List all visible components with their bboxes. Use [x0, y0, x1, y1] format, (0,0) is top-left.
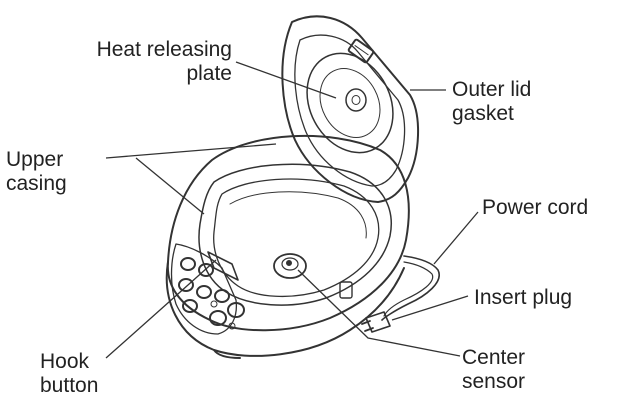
leader-hook-button: [105, 259, 217, 359]
label-power-cord: Power cord: [482, 196, 589, 219]
label-insert-plug: Insert plug: [474, 286, 573, 309]
label-center-sensor: Center sensor: [462, 346, 526, 393]
upper-casing: [198, 163, 392, 306]
label-upper-casing: Upper casing: [6, 148, 67, 195]
leader-upper-casing-left: [135, 157, 205, 215]
label-heat-releasing-plate: Heat releasing plate: [96, 38, 232, 85]
hook-button: [207, 251, 239, 281]
control-panel: [170, 243, 245, 335]
cooker-body: [165, 134, 410, 359]
label-hook-button: Hook button: [40, 350, 99, 397]
insert-plug-socket: [339, 281, 353, 299]
leader-center-sensor: [297, 269, 461, 357]
heat-releasing-plate: [306, 52, 394, 154]
inner-pot: [213, 178, 380, 298]
label-outer-lid-gasket: Outer lid gasket: [452, 78, 532, 125]
power-cord: [381, 255, 440, 321]
leader-upper-casing-top: [105, 143, 277, 159]
leader-power-cord: [433, 211, 479, 265]
leader-lines: [105, 61, 479, 359]
plug: [361, 311, 391, 333]
center-sensor: [273, 253, 307, 279]
leader-heat-releasing-plate: [235, 61, 337, 99]
leader-insert-plug: [391, 295, 469, 321]
open-lid: [281, 15, 419, 203]
